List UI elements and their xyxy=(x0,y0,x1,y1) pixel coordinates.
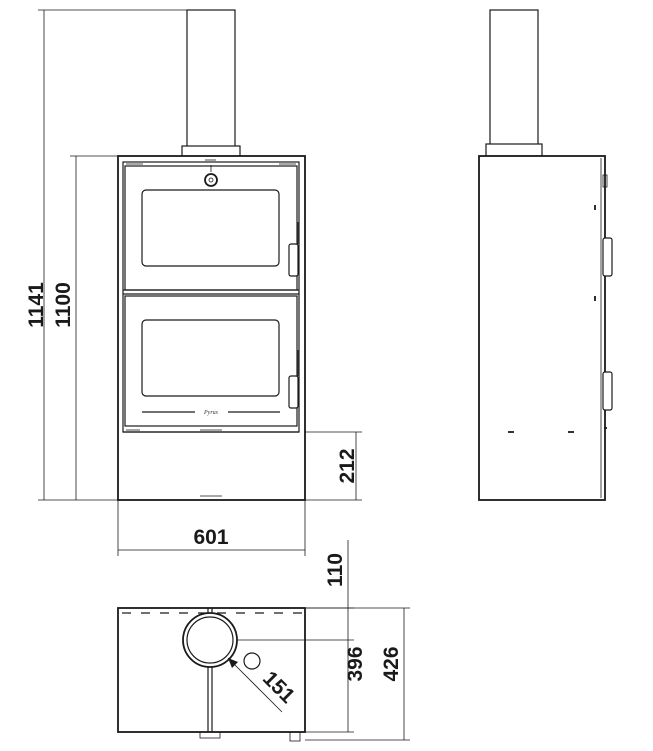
dimension-flue-offset: 110 xyxy=(324,553,347,587)
front-lower-window xyxy=(141,319,280,397)
front-dimensions: 1141 1100 212 601 xyxy=(25,9,362,556)
side-upper-handle xyxy=(602,237,613,277)
dimension-flue-center-depth: 396 xyxy=(344,646,367,681)
top-dimensions: 110 396 426 xyxy=(237,540,410,741)
side-lower-handle xyxy=(602,371,613,411)
dimension-base-height: 212 xyxy=(336,448,359,483)
top-view: 151 xyxy=(117,607,306,742)
front-body-outline xyxy=(117,155,306,501)
dimension-body-height: 1100 xyxy=(52,282,75,328)
side-view xyxy=(478,9,613,501)
dimension-total-height: 1141 xyxy=(25,282,48,328)
front-upper-window xyxy=(141,189,280,267)
front-upper-handle xyxy=(288,243,299,277)
side-flue-pipe xyxy=(489,9,539,147)
dimension-width: 601 xyxy=(193,526,228,549)
front-flue-pipe xyxy=(186,9,236,159)
front-view: Pyrus xyxy=(117,9,306,501)
front-lower-handle xyxy=(288,375,299,409)
front-lower-door xyxy=(124,295,298,427)
top-small-circle xyxy=(243,652,261,670)
front-control-knob xyxy=(204,173,218,187)
side-flue-collar xyxy=(485,143,543,157)
dimension-total-depth: 426 xyxy=(380,646,403,681)
side-body-outline xyxy=(478,155,606,501)
front-brand-mark: Pyrus xyxy=(203,410,219,416)
